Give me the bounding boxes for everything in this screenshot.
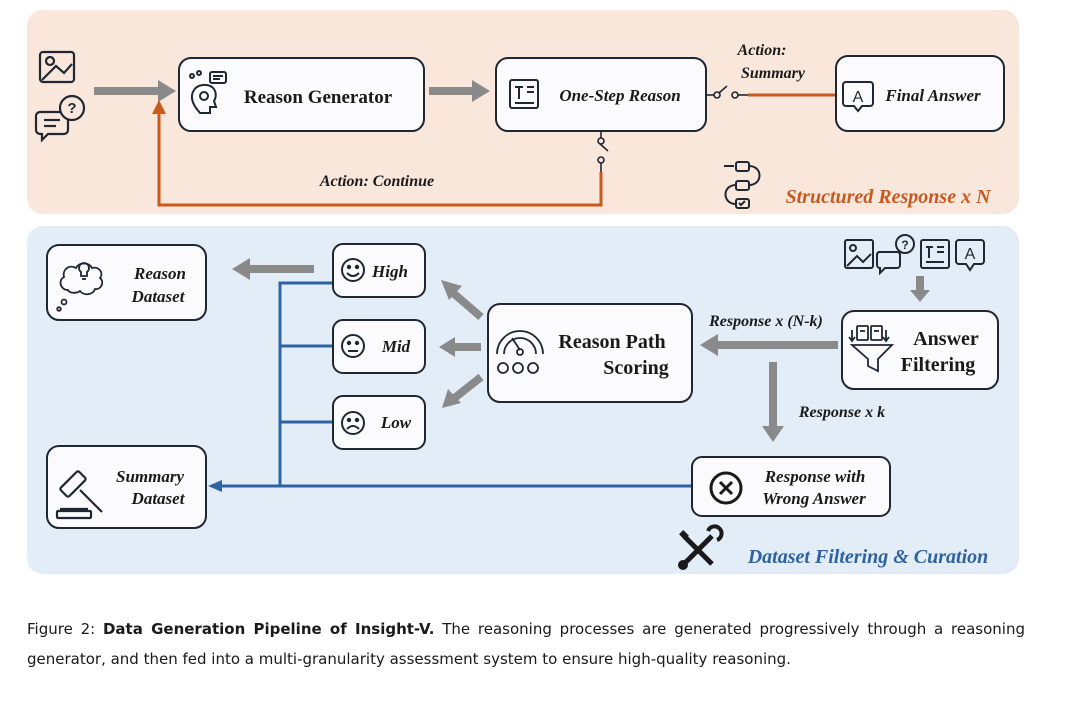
svg-text:?: ?: [901, 238, 908, 252]
cross-circle-icon: [709, 471, 743, 505]
summary-switch: [706, 85, 748, 99]
scoring-to-high-arrow: [449, 288, 484, 321]
summary-dataset-label-1: Summary: [116, 467, 184, 486]
response-k-label: Response x k: [798, 404, 885, 421]
svg-text:A: A: [965, 246, 976, 263]
continue-loop-arrowhead: [152, 100, 166, 114]
continue-switch: [597, 131, 609, 172]
reason-path-scoring-label-1: Reason Path: [558, 331, 665, 353]
action-summary-label-2: Summary: [741, 65, 806, 82]
gauge-icon: [496, 330, 544, 374]
generator-to-onestep-arrowhead: [472, 80, 490, 102]
caption-prefix: Figure 2:: [27, 620, 103, 638]
neutral-face-icon: [341, 334, 365, 358]
dataset-curation-title: Dataset Filtering & Curation: [747, 546, 989, 568]
text-document-icon: [509, 79, 539, 109]
low-label: Low: [380, 413, 412, 432]
response-n-minus-k-label: Response x (N-k): [708, 313, 823, 330]
idea-cloud-icon: [56, 262, 104, 312]
summary-dataset-label-2: Dataset: [131, 489, 186, 508]
final-answer-box: [835, 55, 1005, 132]
blue-tree-trunk: [278, 281, 333, 486]
low-box: [332, 395, 426, 450]
caption-bold: Data Generation Pipeline of Insight-V.: [102, 620, 435, 638]
svg-text:?: ?: [67, 100, 76, 117]
svg-text:A: A: [853, 89, 864, 106]
question-input-icon: ?: [34, 94, 86, 143]
brain-gear-icon: [189, 70, 227, 114]
structured-response-title: Structured Response x N: [785, 186, 992, 208]
filtering-to-scoring-arrowhead: [700, 334, 718, 356]
high-label: High: [371, 262, 408, 281]
mid-box: [332, 319, 426, 374]
one-step-reason-label: One-Step Reason: [559, 86, 680, 105]
reason-generator-label: Reason Generator: [244, 87, 393, 108]
caption-rest: The reasoning processes are generated pr…: [27, 620, 1025, 668]
answer-filtering-label-1: Answer: [913, 328, 979, 350]
reason-path-scoring-label-2: Scoring: [603, 357, 669, 379]
mid-label: Mid: [381, 337, 411, 356]
figure-caption: Figure 2: Data Generation Pipeline of In…: [27, 614, 1025, 674]
scoring-to-mid-arrowhead: [439, 337, 455, 357]
high-box: [332, 243, 426, 298]
summary-dataset-box: [46, 445, 207, 529]
wrong-answer-label-2: Wrong Answer: [762, 489, 866, 508]
filter-funnel-icon: [848, 325, 895, 373]
to-reason-dataset-arrowhead: [232, 258, 250, 280]
wrong-answer-label-1: Response with: [764, 467, 866, 486]
gavel-icon: [55, 470, 103, 520]
reason-path-scoring-box: [487, 303, 693, 403]
answer-filtering-box: [841, 310, 999, 390]
reason-generator-box: [178, 57, 425, 132]
structured-list-icon: [724, 161, 761, 209]
to-wrong-answer-arrowhead: [762, 426, 784, 442]
sad-face-icon: [341, 411, 365, 435]
inputs-to-filtering-arrowhead: [910, 290, 930, 302]
continue-loop-line: [157, 112, 603, 207]
scoring-to-low-arrowhead: [442, 389, 461, 408]
image-input-icon: [38, 50, 76, 84]
input-to-generator-arrowhead: [158, 80, 176, 102]
final-answer-label: Final Answer: [884, 86, 981, 105]
wrong-answer-box: [691, 456, 891, 517]
tools-icon: [678, 524, 724, 570]
answer-filtering-label-2: Filtering: [901, 354, 975, 376]
action-continue-label: Action: Continue: [319, 173, 434, 190]
scoring-to-high-arrowhead: [441, 280, 462, 300]
wrong-to-summary-arrowhead: [208, 480, 222, 492]
multimodal-inputs-icon: ? A: [844, 234, 985, 276]
answer-bubble-icon: A: [842, 81, 874, 113]
action-summary-label-1: Action:: [737, 42, 787, 59]
reason-dataset-label-2: Dataset: [131, 287, 186, 306]
happy-face-icon: [341, 258, 365, 282]
reason-dataset-label-1: Reason: [133, 264, 186, 283]
scoring-to-low-arrow: [449, 373, 484, 404]
